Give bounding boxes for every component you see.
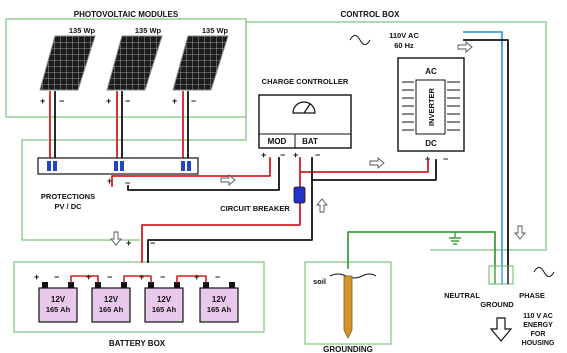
energy-label-line4: HOUSING (522, 340, 555, 347)
battery-2-plus: + (86, 272, 91, 282)
controller-mod-label: MOD (268, 137, 287, 146)
battery-bank-plus: + (126, 238, 131, 248)
bat-minus: − (315, 150, 320, 160)
battery-2-capacity: 165 Ah (99, 305, 124, 314)
ground-rod (343, 275, 353, 339)
charge-controller-title: CHARGE CONTROLLER (262, 77, 349, 86)
arrow-down-icon (110, 231, 122, 246)
control-box-left-edge (21, 22, 247, 241)
battery-3 (144, 282, 184, 323)
large-arrow-down-icon (489, 317, 513, 342)
protections-label-line2: PV / DC (54, 202, 82, 211)
control-box (246, 21, 547, 251)
battery-4 (199, 282, 239, 323)
output-terminal (488, 265, 514, 285)
inverter-dc-label: DC (425, 139, 437, 148)
panel-1-rating: 135 Wp (69, 26, 96, 35)
arrow-right-icon (369, 157, 385, 169)
mod-plus: + (261, 150, 266, 160)
soil-label: soil (313, 277, 326, 286)
sine-wave-icon (533, 267, 555, 277)
energy-label-line2: ENERGY (523, 322, 553, 329)
battery-3-plus: + (139, 272, 144, 282)
flow-arrow-icons (110, 41, 526, 342)
panel-2-rating: 135 Wp (135, 26, 162, 35)
panel-2-plus: + (106, 96, 111, 106)
dc-negative-wires (127, 157, 437, 263)
ground-wire (347, 231, 496, 269)
circuit-breaker-label: CIRCUIT BREAKER (220, 204, 290, 213)
battery-3-capacity: 165 Ah (152, 305, 177, 314)
grounding-title: GROUNDING (323, 345, 373, 353)
bus-minus: − (125, 178, 130, 188)
solar-panel-2 (106, 35, 163, 91)
battery-3-minus: − (160, 272, 165, 282)
battery-4-plus: + (194, 272, 199, 282)
inverter-ac-label: AC (425, 67, 437, 76)
battery-box (13, 261, 265, 333)
solar-panel-3 (172, 35, 229, 91)
battery-1 (38, 282, 78, 323)
inverter-label: INVERTER (427, 87, 436, 126)
battery-4-capacity: 165 Ah (207, 305, 232, 314)
battery-2-minus: − (107, 272, 112, 282)
inverter-plus: + (425, 154, 430, 164)
inverter-output-spec-line2: 60 Hz (394, 41, 414, 50)
battery-3-voltage: 12V (157, 295, 172, 304)
arrow-right-icon (220, 174, 236, 186)
battery-bank-minus: − (150, 238, 155, 248)
battery-link-wires (70, 275, 207, 283)
arrow-up-icon (316, 198, 328, 213)
control-box-title: CONTROL BOX (341, 10, 401, 19)
phase-label: PHASE (519, 291, 545, 300)
circuit-breaker (293, 186, 306, 204)
bus-plus: + (107, 176, 112, 186)
panel-1-plus: + (40, 96, 45, 106)
ground-label: GROUND (480, 300, 514, 309)
controller-bat-label: BAT (302, 137, 318, 146)
mod-minus: − (280, 150, 285, 160)
battery-1-plus: + (34, 272, 39, 282)
arrow-right-icon (457, 41, 473, 53)
inverter-output-spec-line1: 110V AC (389, 31, 419, 40)
neutral-label: NEUTRAL (444, 291, 480, 300)
battery-1-capacity: 165 Ah (46, 305, 71, 314)
battery-1-minus: − (54, 272, 59, 282)
battery-box-title: BATTERY BOX (109, 339, 166, 348)
inverter-minus: − (443, 154, 448, 164)
ac-output-wires (463, 31, 509, 269)
battery-2-voltage: 12V (104, 295, 119, 304)
pv-modules-title: PHOTOVOLTAIC MODULES (74, 10, 179, 19)
panel-1-minus: − (59, 96, 64, 106)
gauge-icon (292, 101, 316, 114)
arrow-down-icon (514, 225, 526, 240)
panel-3-minus: − (191, 96, 196, 106)
energy-label-line1: 110 V AC (523, 313, 553, 320)
inverter-inner (415, 79, 446, 135)
fuse-holders (47, 161, 191, 171)
battery-2 (91, 282, 131, 323)
solar-panel-1 (39, 35, 96, 91)
panel-3-rating: 135 Wp (202, 26, 229, 35)
soil-line (329, 273, 377, 279)
inverter-fins (402, 81, 460, 131)
panel-2-minus: − (125, 96, 130, 106)
bat-plus: + (293, 150, 298, 160)
battery-1-voltage: 12V (51, 295, 66, 304)
battery-4-voltage: 12V (212, 295, 227, 304)
sine-wave-icon (349, 35, 371, 45)
battery-4-minus: − (215, 272, 220, 282)
panel-wires (49, 91, 189, 159)
panel-3-plus: + (172, 96, 177, 106)
protections-label-line1: PROTECTIONS (41, 192, 95, 201)
output-terminal-pins (494, 266, 509, 284)
energy-label-line3: FOR (531, 331, 546, 338)
